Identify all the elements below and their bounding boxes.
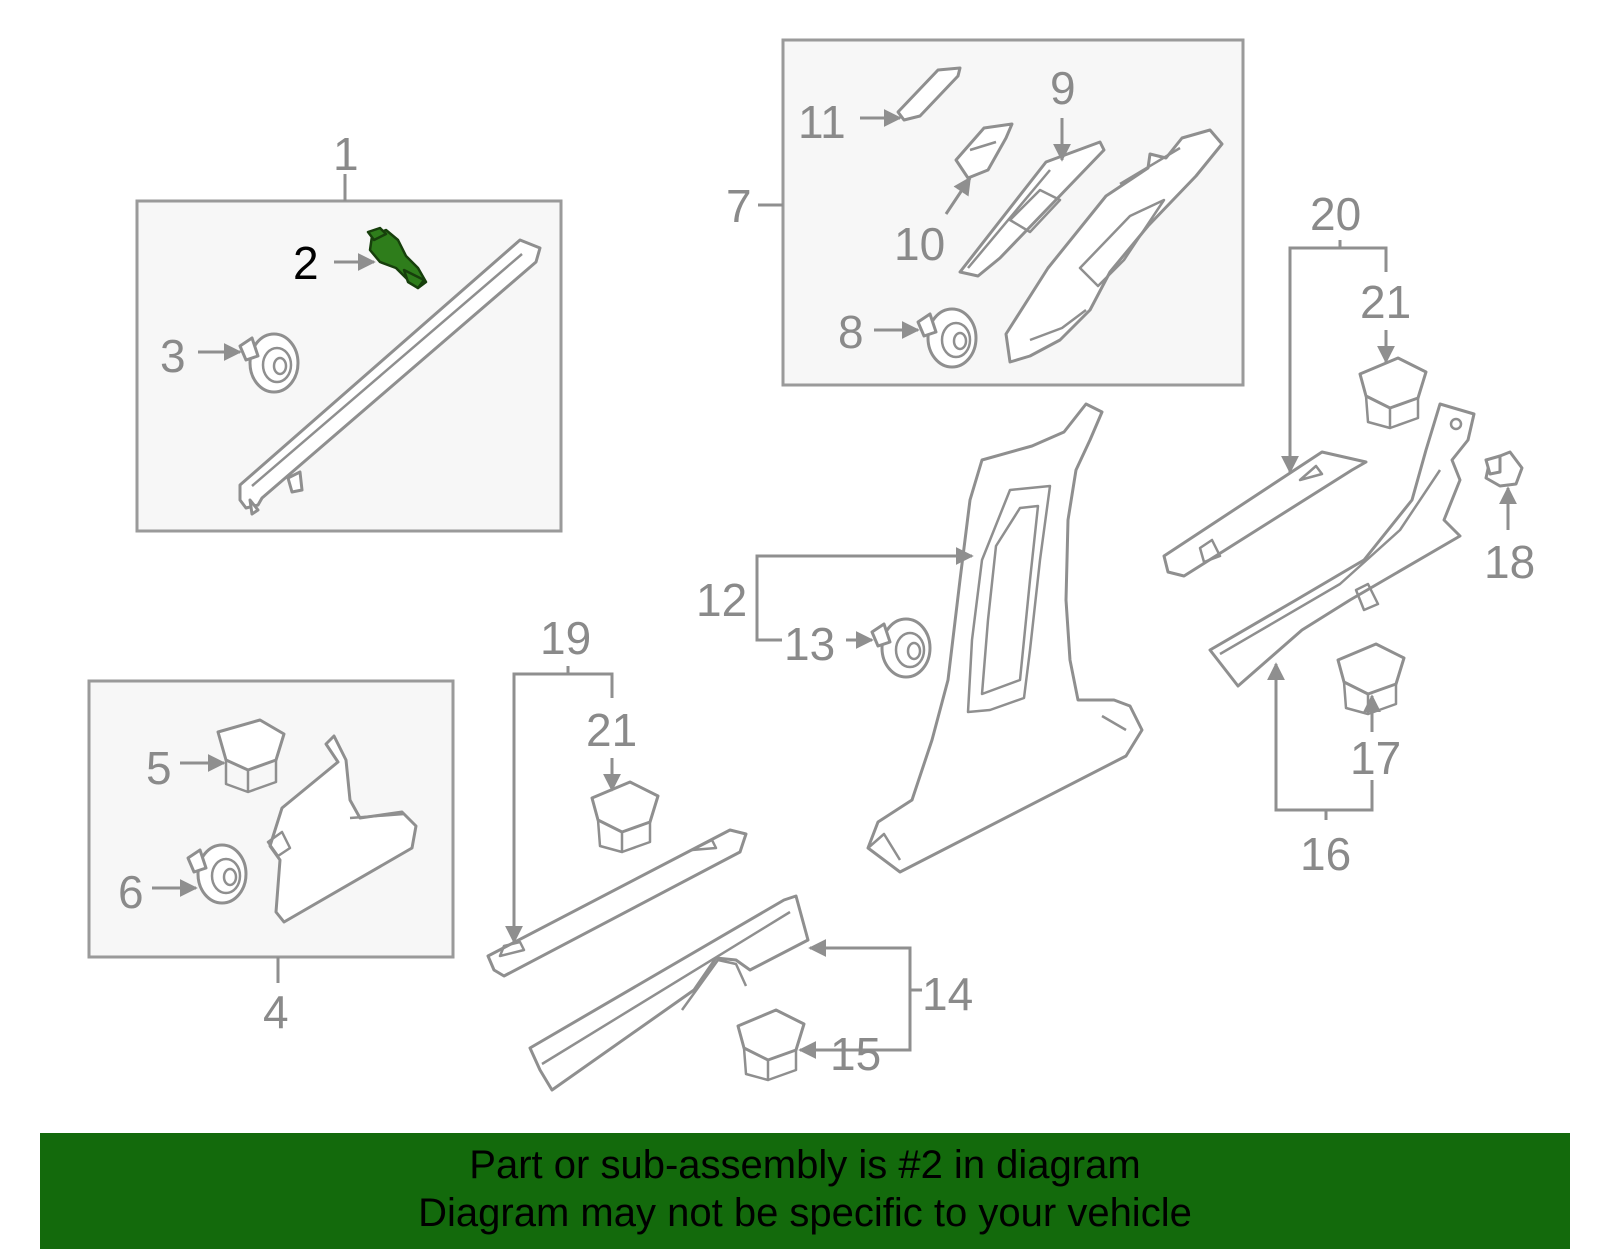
part-14-scuff-plate[interactable] <box>528 894 810 1092</box>
part-9-trim-insert[interactable] <box>958 140 1106 278</box>
callout-19: 19 <box>540 612 591 664</box>
callout-6: 6 <box>118 866 144 918</box>
callout-21-right: 21 <box>1360 276 1411 328</box>
callout-21-left: 21 <box>586 704 637 756</box>
banner-line-part: Part or sub-assembly is #2 in diagram <box>469 1143 1141 1187</box>
info-banner: Part or sub-assembly is #2 in diagram Di… <box>40 1133 1570 1249</box>
callout-20: 20 <box>1310 188 1361 240</box>
part-6-grommet[interactable] <box>186 843 248 905</box>
part-20-rear-sill-plate[interactable] <box>1162 450 1368 578</box>
part-5-clip[interactable] <box>216 718 286 794</box>
callout-1: 1 <box>333 128 359 180</box>
callout-7: 7 <box>726 180 752 232</box>
part-12-lower-pillar-trim[interactable] <box>866 402 1144 874</box>
callout-10: 10 <box>894 218 945 270</box>
callout-16: 16 <box>1300 828 1351 880</box>
part-7-upper-pillar-trim[interactable] <box>1004 128 1224 364</box>
part-8-grommet[interactable] <box>916 307 978 369</box>
part-4-kick-panel[interactable] <box>266 734 418 924</box>
callout-17: 17 <box>1350 732 1401 784</box>
part-21-clip-left[interactable] <box>590 780 660 854</box>
callout-12: 12 <box>696 574 747 626</box>
callout-4: 4 <box>263 986 289 1038</box>
banner-line-disclaimer: Diagram may not be specific to your vehi… <box>418 1191 1192 1235</box>
part-2-clip-highlighted[interactable] <box>366 226 428 290</box>
callout-14: 14 <box>922 968 973 1020</box>
callout-3: 3 <box>160 330 186 382</box>
group-box-1 <box>135 199 563 533</box>
part-1-pillar-trim[interactable] <box>238 238 542 516</box>
callout-2: 2 <box>293 237 319 289</box>
part-13-grommet[interactable] <box>870 617 932 679</box>
part-21-clip-right[interactable] <box>1358 356 1428 430</box>
part-16-rear-scuff-panel[interactable] <box>1208 402 1476 688</box>
part-3-grommet[interactable] <box>238 332 300 394</box>
callout-5: 5 <box>146 742 172 794</box>
part-11-clip[interactable] <box>896 66 962 122</box>
callout-15: 15 <box>830 1028 881 1080</box>
part-18-push-pin[interactable] <box>1484 450 1524 488</box>
callout-13: 13 <box>784 618 835 670</box>
callout-8: 8 <box>838 306 864 358</box>
callout-11: 11 <box>798 96 846 148</box>
callout-18: 18 <box>1484 536 1535 588</box>
part-15-clip[interactable] <box>736 1008 806 1082</box>
callout-9: 9 <box>1050 62 1076 114</box>
